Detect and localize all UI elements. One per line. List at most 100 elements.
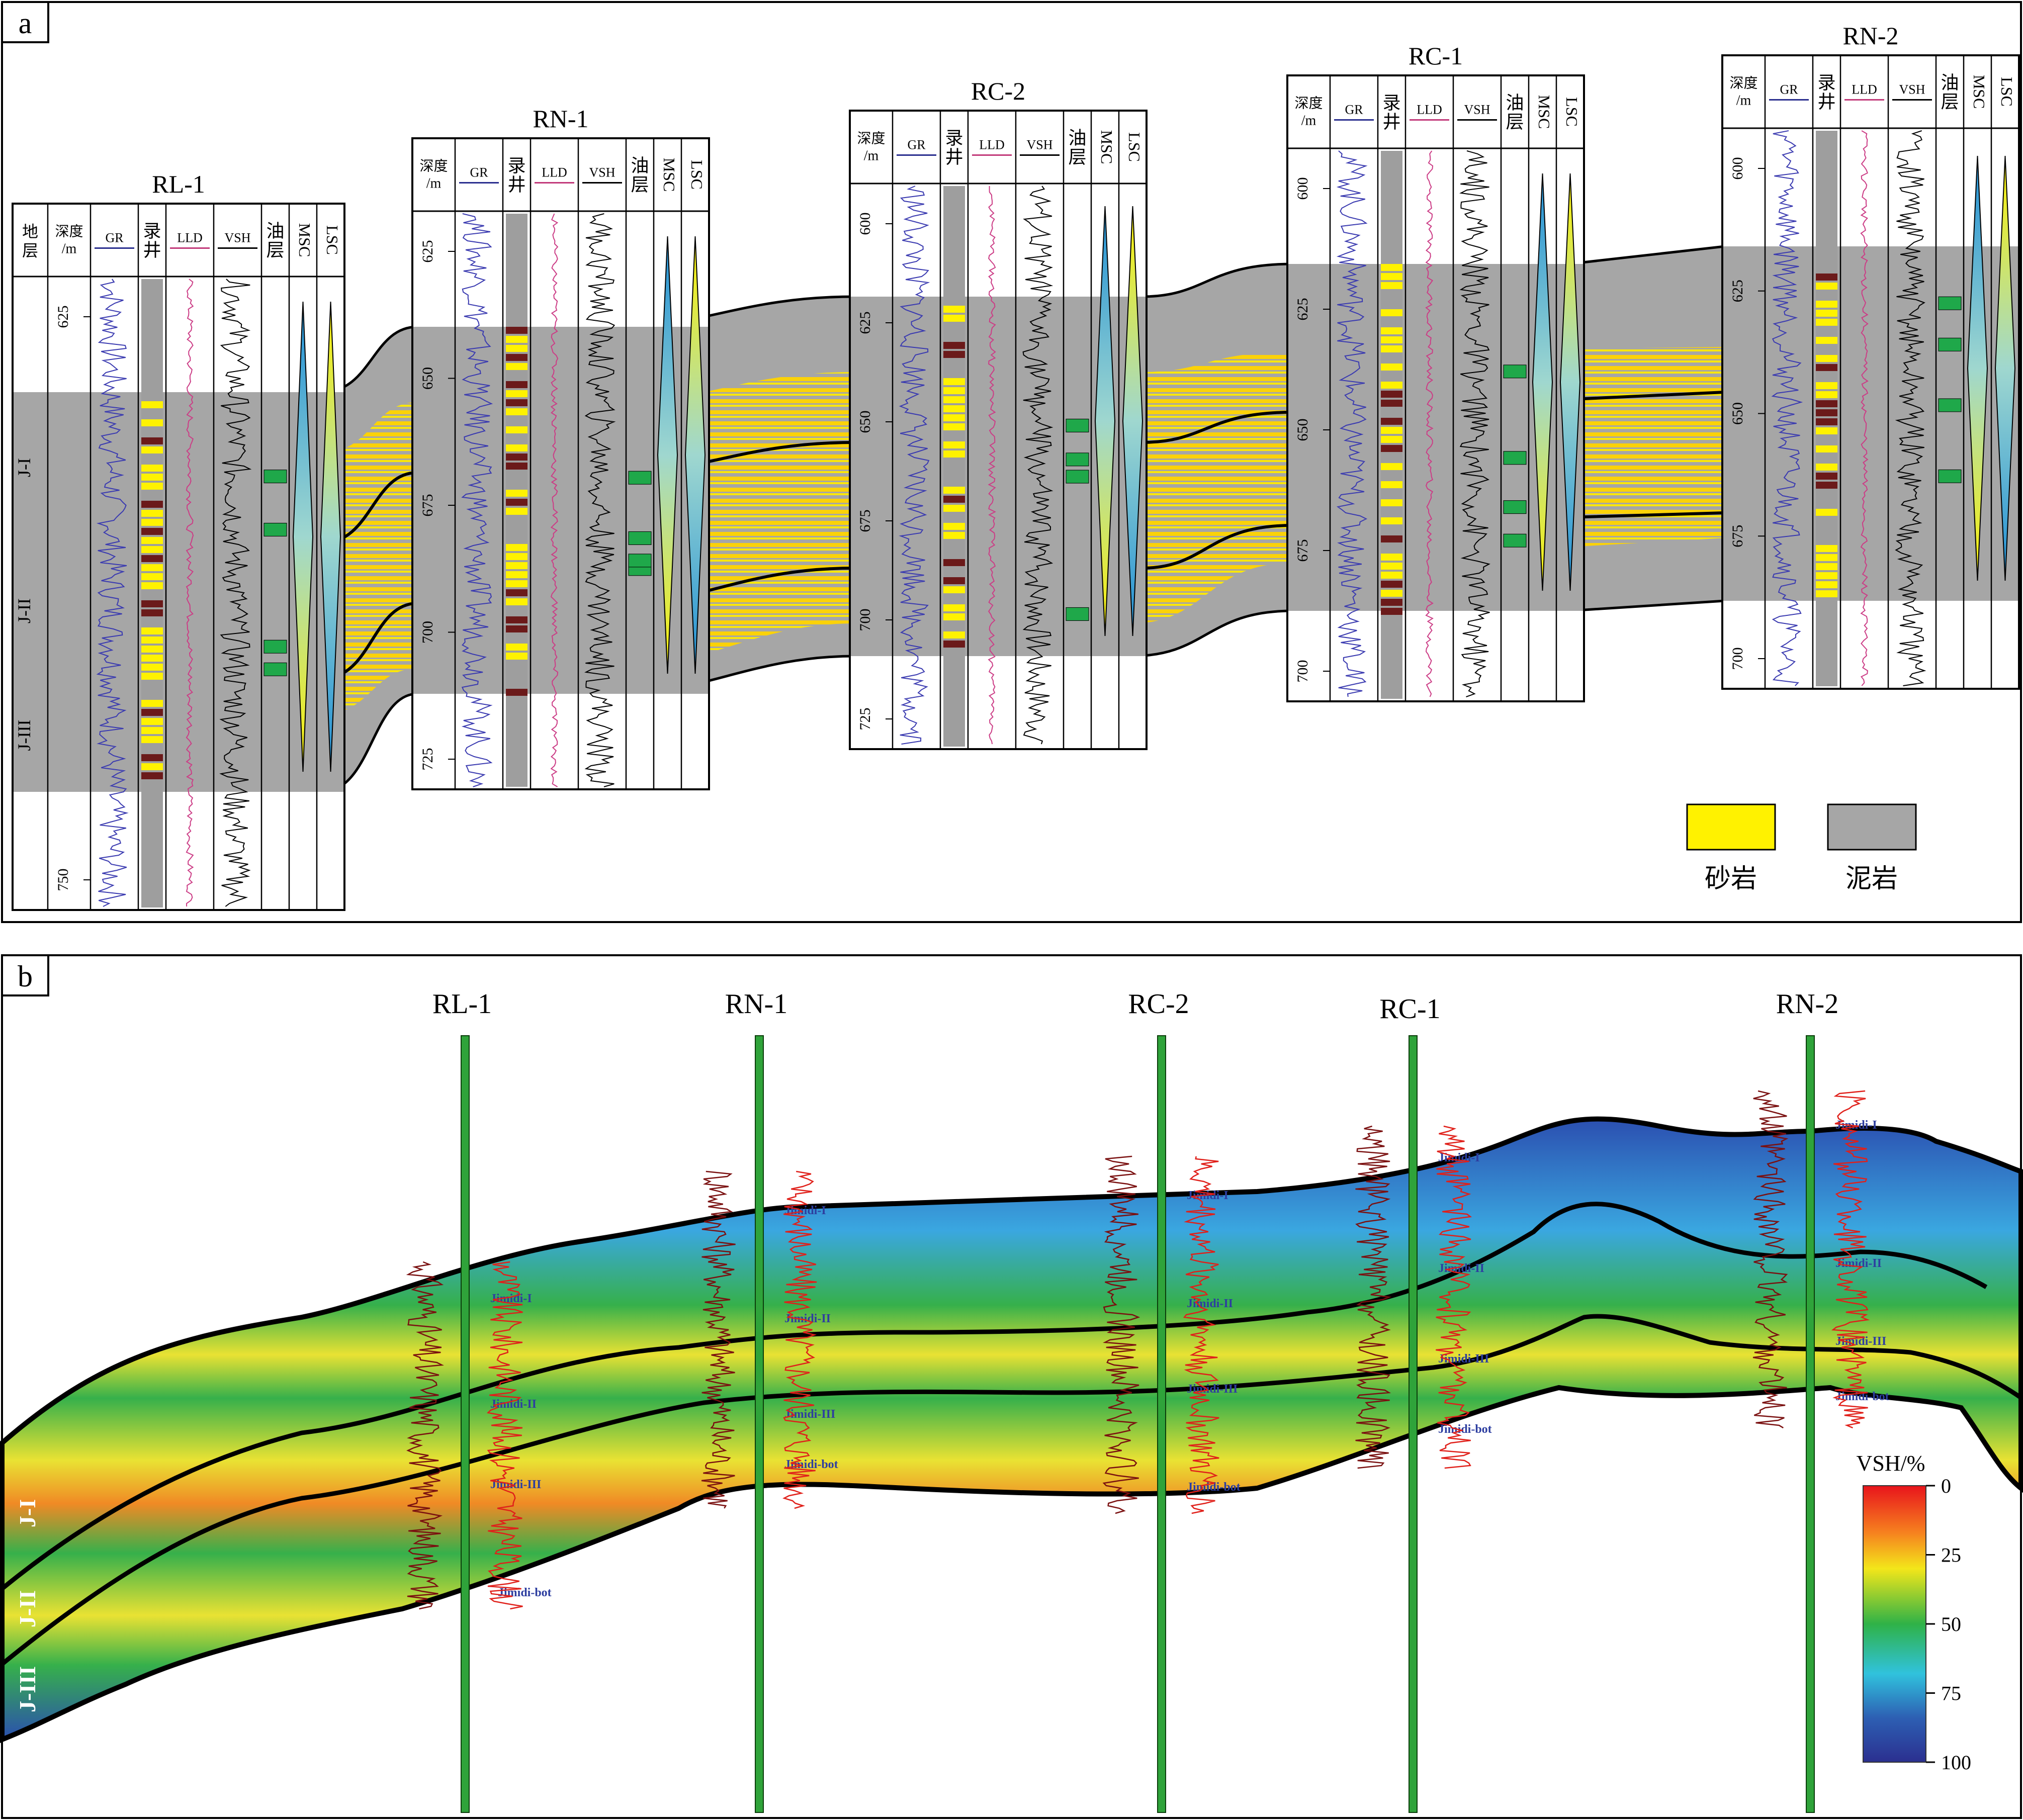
col-header-gr: GR [1345,103,1363,117]
depth-tick: 650 [419,367,436,390]
depth-tick: 700 [419,621,436,644]
strata-zone-label: J-II [14,598,34,623]
seismic-well-rn-1: RN-1 [701,988,817,1813]
col-header-vsh: VSH [1899,82,1925,97]
col-header-oil: 层 [631,175,649,195]
col-header-oil: 层 [266,240,284,260]
col-header-gr: GR [470,165,488,180]
col-header-msc: MSC [1970,75,1988,109]
col-header-depth: 深度 [1294,96,1323,112]
col-header-gr: GR [1780,82,1798,97]
col-header-depth: 深度 [55,224,83,240]
col-header-strata: 层 [22,242,38,260]
colorbar-tick-label: 25 [1941,1544,1961,1567]
col-header-oil: 层 [1506,112,1524,132]
well-title: RN-1 [533,105,588,133]
legend-mudstone-label: 泥岩 [1845,865,1898,893]
col-header-depth: 深度 [419,158,448,174]
col-header-depth: 深度 [1729,75,1757,92]
col-header-lsc: LSC [323,225,341,255]
col-header-lith: 井 [1817,92,1835,112]
depth-tick: 675 [1729,525,1746,548]
depth-tick: 700 [1294,660,1311,683]
depth-tick: 725 [857,708,873,731]
col-header-depth: /m [1301,113,1316,129]
depth-tick: 600 [1729,157,1746,180]
well-title: RL-1 [152,170,205,198]
col-header-lsc: LSC [1998,77,2016,107]
col-header-lith: 录 [1817,73,1835,93]
horizon-label: Jimidi-I [1187,1189,1228,1202]
depth-tick: 625 [1729,280,1746,302]
seismic-well-rn-2: RN-2 [1752,988,1870,1813]
seismic-zone-j-ii: J-II [15,1590,40,1627]
col-header-lsc: LSC [1125,132,1144,162]
strata-zone-label: J-III [14,720,34,751]
depth-tick: 650 [857,411,873,433]
col-header-vsh: VSH [1026,138,1052,152]
col-header-lith: 录 [1382,93,1400,113]
depth-tick: 700 [1729,648,1746,670]
panel-b-label-box [1,954,49,996]
depth-tick: 600 [857,213,873,235]
col-header-lith: 井 [507,175,525,195]
col-header-msc: MSC [296,223,314,257]
well-title: RN-2 [1842,22,1898,50]
col-header-vsh: VSH [589,165,615,180]
depth-tick: 725 [419,748,436,771]
col-header-lsc: LSC [1563,97,1581,127]
well-title: RC-1 [1409,42,1463,70]
col-header-vsh: VSH [224,231,250,245]
horizon-label: Jimidi-III [1187,1383,1238,1396]
col-header-lsc: LSC [688,160,706,190]
seismic-zone-j-iii: J-III [15,1666,40,1712]
horizon-label: Jimidi-III [490,1478,541,1491]
legend-sandstone-swatch [1686,803,1776,851]
colorbar [1863,1485,1926,1763]
col-header-lith: 录 [945,128,963,148]
legend-mudstone-swatch [1827,803,1917,851]
col-header-depth: /m [864,148,879,164]
depth-tick: 625 [55,306,71,328]
col-header-oil: 层 [1941,92,1959,112]
col-header-depth: 深度 [857,131,885,147]
col-header-oil: 油 [1506,93,1524,113]
depth-tick: 675 [1294,539,1311,562]
col-header-lld: LLD [542,165,567,180]
colorbar-tick-label: 0 [1941,1475,1951,1497]
well-title: RC-2 [971,77,1025,105]
panel-a-label-box [1,1,49,43]
col-header-strata: 地 [22,223,38,241]
svg-text:RC-2: RC-2 [1128,988,1189,1020]
col-header-lld: LLD [1852,82,1877,97]
strata-zone-label: J-I [14,458,34,477]
svg-text:RL-1: RL-1 [432,988,492,1020]
col-header-oil: 油 [266,221,284,241]
col-header-oil: 层 [1068,147,1086,167]
col-header-msc: MSC [660,158,678,192]
depth-tick: 650 [1729,402,1746,425]
depth-tick: 675 [857,510,873,532]
colorbar-title: VSH/% [1857,1451,1925,1476]
panel-b-label: b [18,960,33,993]
seismic-well-rl-1: RL-1 [406,988,523,1813]
col-header-lld: LLD [177,231,203,245]
col-header-gr: GR [105,231,124,245]
col-header-msc: MSC [1098,130,1116,164]
depth-tick: 675 [419,494,436,517]
col-header-oil: 油 [631,156,649,176]
horizon-label: Jimidi-II [1835,1257,1882,1270]
seismic-horizons [1,1202,2022,1666]
col-header-lith: 井 [945,147,963,167]
depth-tick: 625 [857,312,873,334]
seismic-zone-j-i: J-I [15,1499,40,1527]
